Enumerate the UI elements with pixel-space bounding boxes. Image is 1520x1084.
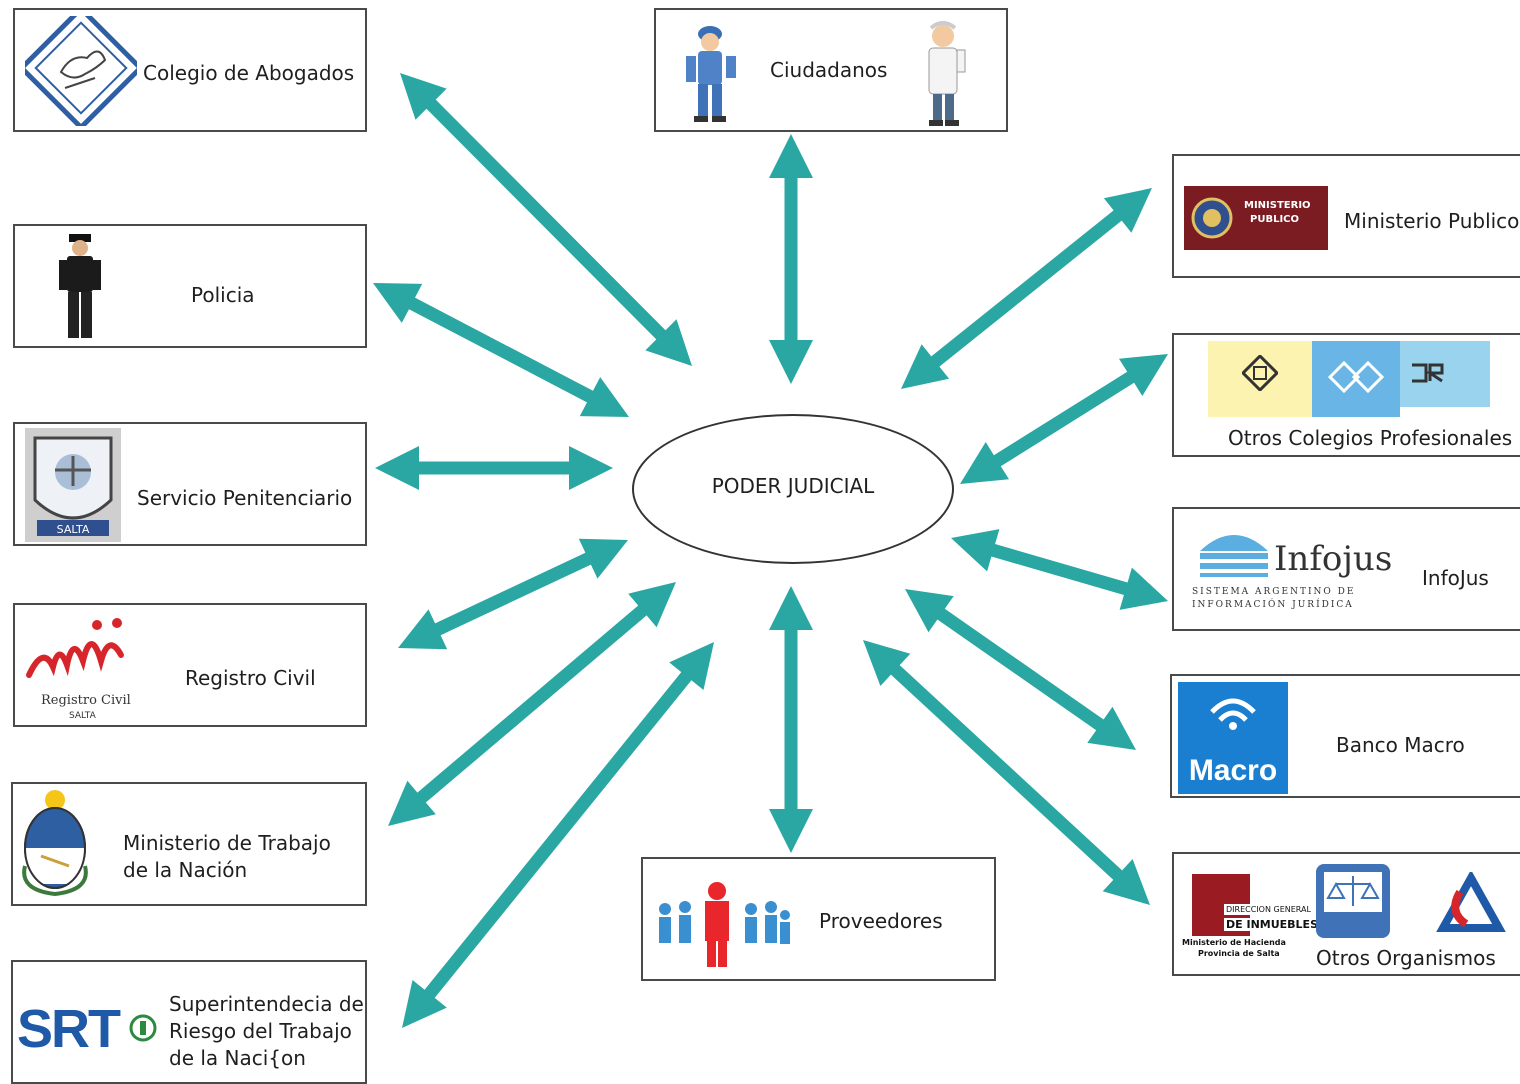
banco-macro-box: Macro Banco Macro [1170,674,1520,798]
poder-judicial-label: PODER JUDICIAL [711,474,875,498]
otros-organismos-label: Otros Organismos [1316,946,1496,970]
colegio-arquitectos-logo [1208,341,1312,417]
infojus-logo-line2: INFORMACIÓN JURÍDICA [1192,600,1354,610]
ministerio-trabajo-label-line1: Ministerio de Trabajo [123,831,331,855]
macro-signal-icon [1210,698,1256,730]
ministerio-trabajo-box: Ministerio de Trabajo de la Nación [11,782,367,906]
justice-scales-logo [1316,864,1390,938]
colegio-profesional-icon-3 [1412,363,1444,383]
macro-logo-text: Macro [1188,754,1278,787]
providers-group-icon [659,882,790,967]
infojus-logo-title: Infojus [1274,539,1393,579]
penitenciario-shield-logo: SALTA [25,428,121,542]
worker-figure-icon [686,26,736,122]
arrow-ministerio-publico [901,188,1152,389]
policia-label: Policia [191,283,255,307]
ministerio-publico-emblem-icon [1191,197,1233,239]
servicio-penitenciario-label: Servicio Penitenciario [137,486,353,510]
colegio-profesional-logo-2 [1312,341,1400,417]
proveedores-label: Proveedores [819,909,943,933]
infojus-box: Infojus SISTEMA ARGENTINO DE INFORMACIÓN… [1172,507,1520,631]
arrow-registro-civil [398,538,628,650]
police-officer-icon [59,234,101,338]
srt-label-line2: Riesgo del Trabajo [169,1019,352,1043]
srt-logo-text: SRT [17,999,121,1059]
srt-label-line1: Superintendecia de [169,992,364,1016]
arrow-otros-colegios [960,354,1168,484]
arrow-infojus [951,529,1168,610]
ministerio-publico-box: MINISTERIO PUBLICO Ministerio Publico [1172,154,1520,278]
otros-colegios-box: Otros Colegios Profesionales [1172,333,1520,457]
infojus-label: InfoJus [1422,566,1489,590]
arrow-colegio-abogados [400,73,692,366]
ministerio-trabajo-label-line2: de la Nación [123,858,248,882]
ministerio-publico-label: Ministerio Publico [1344,209,1520,233]
policia-box: Policia [13,224,367,348]
ciudadanos-label: Ciudadanos [770,58,888,82]
colegio-abogados-label: Colegio de Abogados [143,61,355,85]
otros-colegios-label: Otros Colegios Profesionales [1228,426,1513,450]
arrow-policia [373,283,629,417]
srt-box: SRT Superintendecia de Riesgo del Trabaj… [11,960,367,1084]
colegio-arquitectos-icon [1242,355,1278,391]
arrow-proveedores [769,586,813,853]
penitenciario-logo-text: SALTA [57,523,90,536]
arrow-ciudadanos [769,134,813,384]
srt-label-line3: de la Naci{on [169,1046,306,1070]
ministerio-publico-logo-line1: MINISTERIO [1244,200,1311,211]
infojus-logo-icon [1200,535,1268,577]
ministerio-publico-logo-line2: PUBLICO [1250,214,1300,225]
banco-macro-logo: Macro [1178,682,1288,794]
poder-judicial-node: PODER JUDICIAL [632,414,954,564]
ministerio-publico-logo: MINISTERIO PUBLICO [1184,186,1328,250]
argentina-coat-of-arms-icon [22,790,88,897]
arrow-banco-macro [905,589,1136,750]
ciudadanos-box: Ciudadanos [654,8,1008,132]
inmuebles-logo-line3: Ministerio de Hacienda [1182,938,1286,947]
organismo-triangle-logo [1436,872,1506,932]
proveedores-box: Proveedores [641,857,996,981]
colegio-profesional-icon-2 [1327,360,1385,394]
arrow-servicio-penitenciario [375,446,613,490]
arrow-srt [402,642,714,1028]
arrow-otros-organismos [863,640,1150,905]
colegio-abogados-logo [25,16,137,126]
inmuebles-logo-line4: Provincia de Salta [1198,949,1280,958]
doctor-figure-icon [928,21,966,126]
registro-civil-label: Registro Civil [185,666,316,690]
registro-civil-logo-subcaption: SALTA [69,711,96,721]
srt-logo-icon [129,1014,157,1042]
otros-organismos-box: DIRECCION GENERAL DE INMUEBLES Ministeri… [1172,852,1520,976]
banco-macro-label: Banco Macro [1336,733,1465,757]
registro-civil-box: Registro Civil SALTA Registro Civil [13,603,367,727]
registro-civil-logo [26,618,124,678]
servicio-penitenciario-box: SALTA Servicio Penitenciario [13,422,367,546]
inmuebles-logo-line2: DE INMUEBLES [1224,918,1320,931]
colegio-profesional-logo-3 [1400,341,1490,407]
colegio-abogados-box: Colegio de Abogados [13,8,367,132]
infojus-logo-line1: SISTEMA ARGENTINO DE [1192,587,1356,597]
arrow-ministerio-trabajo [388,582,676,826]
registro-civil-logo-caption: Registro Civil [41,693,131,708]
inmuebles-logo-line1: DIRECCION GENERAL [1224,904,1313,915]
